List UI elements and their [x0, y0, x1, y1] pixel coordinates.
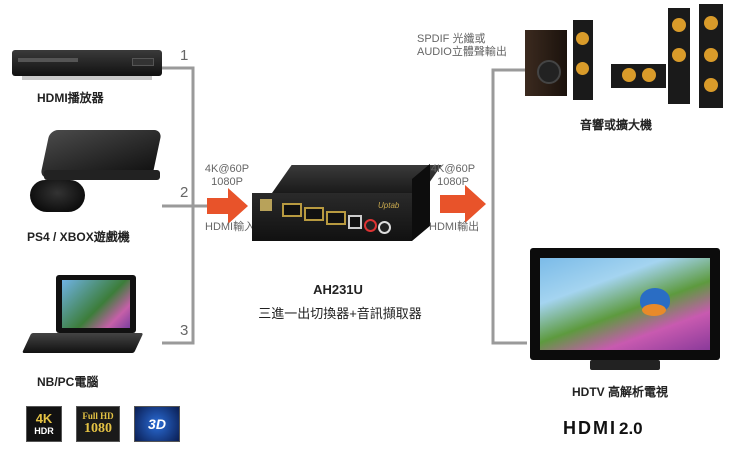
input-resolution: 4K@60P 1080P — [204, 163, 250, 188]
badge-3d: 3D — [134, 406, 180, 442]
laptop-label: NB/PC電腦 — [37, 375, 99, 389]
port-1-number: 1 — [180, 47, 189, 64]
hdtv-label: HDTV 高解析電視 — [572, 385, 669, 399]
hdmi-player-image — [12, 46, 162, 82]
game-console-label: PS4 / XBOX遊戲機 — [27, 230, 130, 244]
output-resolution: 4K@60P 1080P — [430, 163, 476, 188]
output-caption: HDMI輸出 — [429, 221, 480, 233]
device-description: 三進一出切換器+音訊擷取器 — [258, 306, 422, 321]
badge-full-hd-1080: Full HD 1080 — [76, 406, 120, 442]
hdtv-image — [530, 248, 720, 374]
device-model: AH231U — [313, 282, 363, 297]
hdmi-player-label: HDMI播放器 — [37, 91, 104, 105]
line-output — [491, 68, 527, 345]
switcher-device-image: Uptab — [252, 163, 442, 245]
badge-4k-hdr: 4K HDR — [26, 406, 62, 442]
speaker-system-image — [525, 4, 725, 112]
laptop-image — [22, 275, 144, 353]
audio-output-description: SPDIF 光纖或 AUDIO立體聲輸出 — [417, 33, 507, 58]
game-console-image — [30, 130, 163, 220]
port-2-number: 2 — [180, 184, 189, 201]
device-brand-logo: Uptab — [378, 201, 400, 210]
port-3-number: 3 — [180, 322, 189, 339]
input-caption: HDMI輸入 — [205, 221, 256, 233]
speaker-label: 音響或擴大機 — [580, 118, 653, 132]
input-arrow-icon — [207, 188, 248, 224]
output-arrow-icon — [440, 185, 486, 223]
